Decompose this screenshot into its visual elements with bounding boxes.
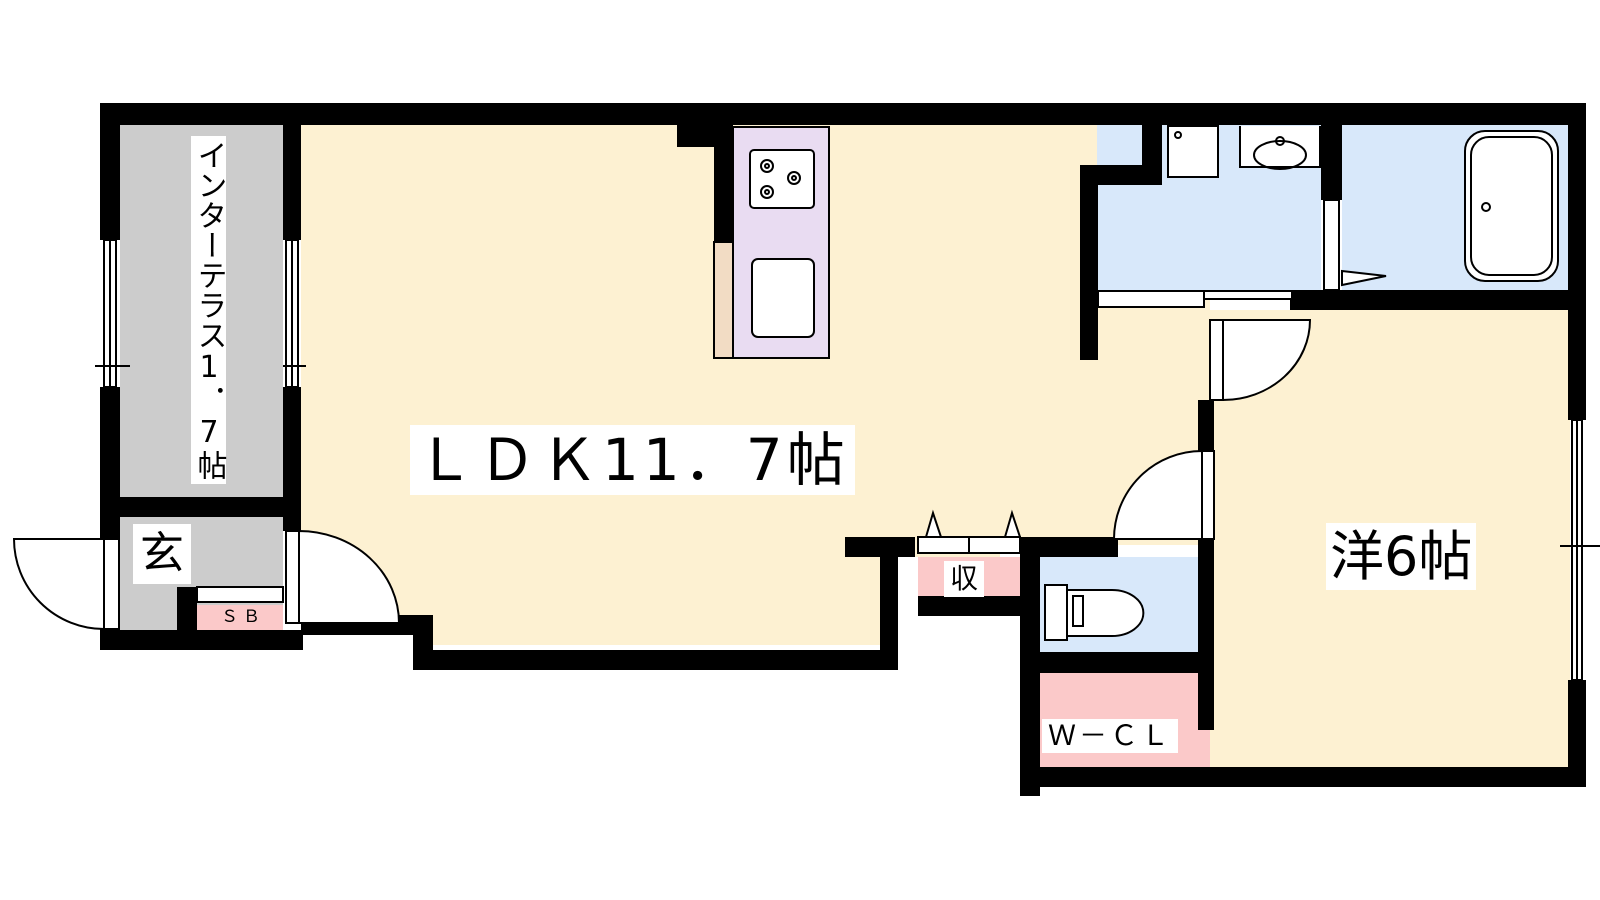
ldk-label: ＬＤＫ11．7帖 — [410, 425, 855, 495]
kitchen — [713, 126, 830, 359]
bathtub-icon — [1464, 130, 1559, 282]
gas-stove-icon — [749, 149, 815, 209]
toilet-icon — [1044, 584, 1145, 641]
ldk-entry-door — [285, 529, 401, 624]
shoe-box-label: ＳＢ — [213, 607, 273, 627]
sink-icon — [751, 258, 815, 338]
kitchen-side-counter — [713, 241, 734, 359]
walk-in-closet-label: Ｗ－ＣＬ — [1042, 719, 1179, 753]
washing-machine-icon — [1167, 125, 1219, 178]
window-icon — [95, 239, 1600, 681]
entrance-door — [12, 538, 120, 631]
bath-door-triangle — [1341, 269, 1387, 287]
floor-fills — [120, 125, 1570, 767]
bathroom-door — [1323, 199, 1340, 291]
washroom-fixtures — [1044, 125, 1559, 641]
western-room-label: 洋6帖 — [1326, 523, 1477, 590]
washbasin-icon — [1239, 126, 1321, 170]
toilet-door — [1112, 449, 1215, 540]
terrace-right-window — [283, 239, 306, 388]
terrace-left-window — [95, 239, 130, 388]
storage-label: 収 — [944, 561, 984, 597]
western-room-door — [1209, 319, 1312, 402]
storage-folding-door — [917, 509, 1022, 554]
western-room-window — [1560, 419, 1600, 681]
ldk-floor — [301, 125, 1210, 645]
inner-terrace-label: インターテラス1．7帖 — [191, 136, 227, 484]
shoe-box-shelf — [196, 586, 284, 603]
washroom-sliding-door — [1097, 290, 1293, 308]
door-swing-icon — [12, 199, 1340, 631]
entrance-label: 玄 — [133, 524, 191, 584]
